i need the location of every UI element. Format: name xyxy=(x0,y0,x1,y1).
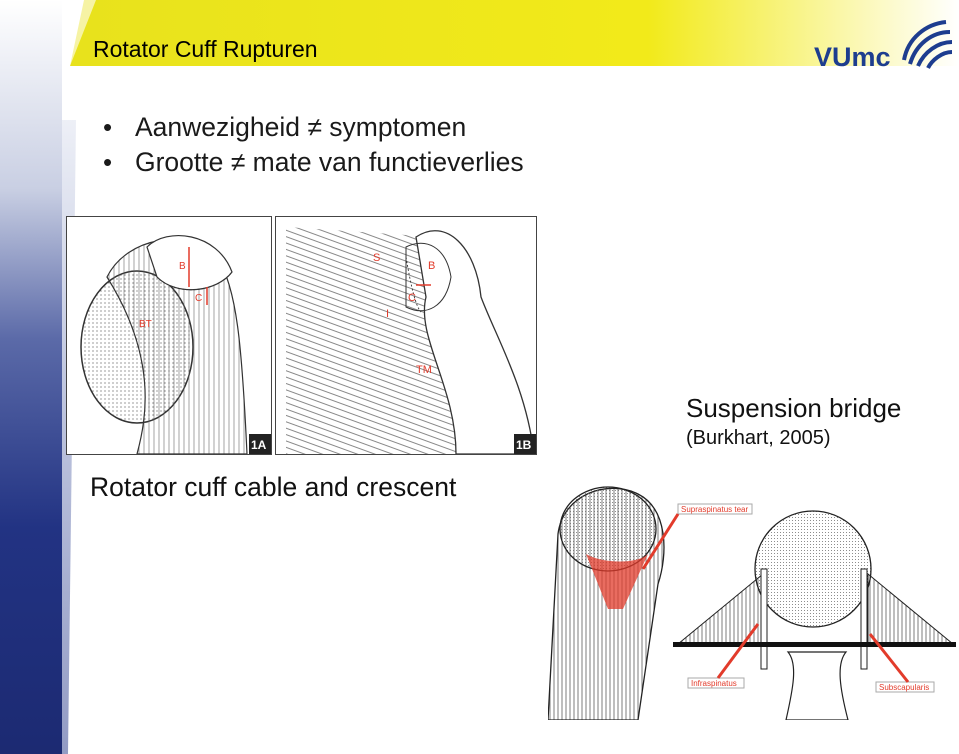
label-i: I xyxy=(386,308,389,320)
figure-1a: B C BT 1A xyxy=(66,216,272,455)
caption-citation: (Burkhart, 2005) xyxy=(686,427,831,449)
bullet-item: • Grootte ≠ mate van functieverlies xyxy=(103,145,524,180)
label-b: B xyxy=(428,260,435,272)
bullet-list: • Aanwezigheid ≠ symptomen • Grootte ≠ m… xyxy=(103,110,524,180)
label-bt: BT xyxy=(139,319,152,330)
rotator-cuff-superior-illustration: S B C I TM 1B xyxy=(286,227,536,455)
suspension-bridge-figure: Supraspinatus tear Infraspinatus Subscap… xyxy=(547,474,956,721)
caption-cable-crescent: Rotator cuff cable and crescent xyxy=(90,472,457,502)
label-c: C xyxy=(408,292,416,304)
suspension-bridge-illustration: Supraspinatus tear Infraspinatus Subscap… xyxy=(547,486,956,721)
caption-suspension-bridge: Suspension bridge xyxy=(686,393,902,423)
logo-text: VUmc xyxy=(814,42,891,70)
label-supraspinatus: Supraspinatus tear xyxy=(681,505,748,514)
bullet-item: • Aanwezigheid ≠ symptomen xyxy=(103,110,524,145)
label-s: S xyxy=(373,252,380,264)
humeral-head-illustration: B C BT 1A xyxy=(80,235,271,455)
bullet-marker: • xyxy=(103,112,113,142)
vumc-logo: VUmc xyxy=(812,16,953,72)
slide-title: Rotator Cuff Rupturen xyxy=(93,36,318,62)
bullet-marker: • xyxy=(103,147,113,177)
label-subscapularis: Subscapularis xyxy=(879,683,929,692)
figure-tag-1b: 1B xyxy=(516,438,532,452)
label-b: B xyxy=(179,261,186,272)
label-infraspinatus: Infraspinatus xyxy=(691,679,737,688)
figure-tag-1a: 1A xyxy=(251,438,267,452)
bullet-text: Grootte ≠ mate van functieverlies xyxy=(135,147,524,177)
label-c: C xyxy=(195,293,202,304)
bullet-text: Aanwezigheid ≠ symptomen xyxy=(135,112,467,142)
figure-1b: S B C I TM 1B xyxy=(275,216,537,455)
label-tm: TM xyxy=(416,364,432,376)
